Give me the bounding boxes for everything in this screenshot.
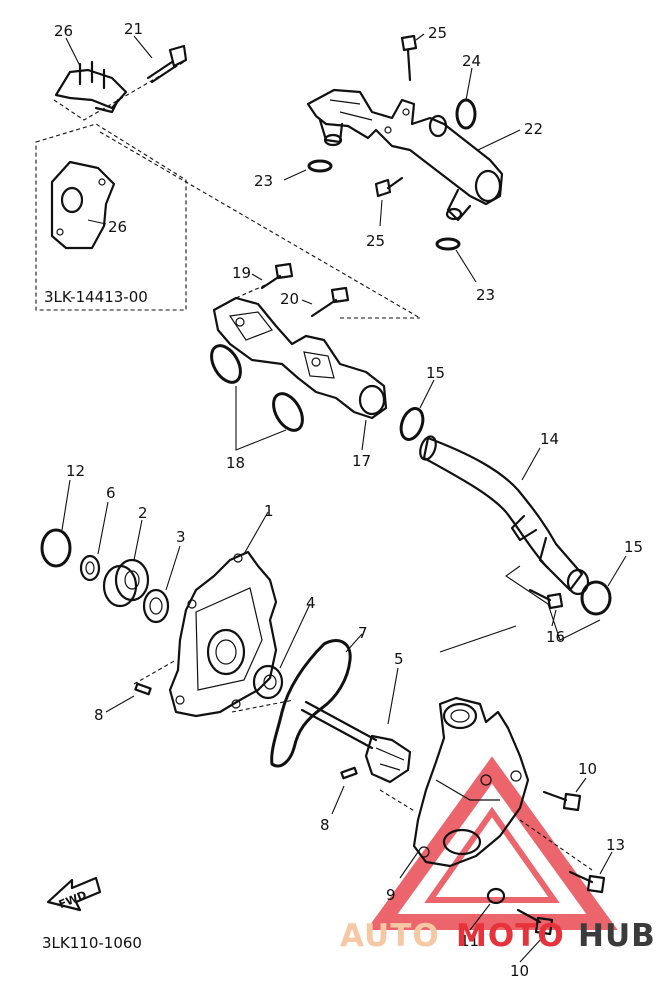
bolt-25b xyxy=(374,176,404,198)
label-10a: 10 xyxy=(578,760,597,778)
bolt-16 xyxy=(528,588,564,610)
pump-cover-1 xyxy=(168,550,278,718)
seal-12 xyxy=(40,528,72,568)
label-25a: 25 xyxy=(428,24,447,42)
bolt-13 xyxy=(568,870,606,894)
label-4: 4 xyxy=(306,594,316,612)
label-17: 17 xyxy=(352,452,371,470)
label-15a: 15 xyxy=(426,364,445,382)
label-18: 18 xyxy=(226,454,245,472)
pin-8b xyxy=(340,766,358,780)
label-16: 16 xyxy=(546,628,565,646)
bracket-26-alt xyxy=(50,160,116,250)
watermark-auto: AUTO xyxy=(340,918,440,954)
label-8b: 8 xyxy=(320,816,330,834)
label-22: 22 xyxy=(524,120,543,138)
pipe-22 xyxy=(306,88,504,222)
bearing-2 xyxy=(102,558,150,608)
label-26a: 26 xyxy=(54,22,73,40)
o-ring-23b xyxy=(435,237,461,251)
manifold-17 xyxy=(212,296,388,420)
watermark-triangle xyxy=(366,756,618,930)
label-26b: 26 xyxy=(108,218,127,236)
label-3: 3 xyxy=(176,528,186,546)
watermark-hub: HUB xyxy=(578,918,656,954)
label-9: 9 xyxy=(386,886,396,904)
pin-8a xyxy=(134,682,152,696)
o-ring-15b xyxy=(580,580,612,616)
label-14: 14 xyxy=(540,430,559,448)
label-8a: 8 xyxy=(94,706,104,724)
sub-assembly-code: 3LK-14413-00 xyxy=(44,288,148,306)
label-5: 5 xyxy=(394,650,404,668)
fwd-arrow-icon xyxy=(46,876,102,912)
seal-3 xyxy=(142,588,170,624)
label-25b: 25 xyxy=(366,232,385,250)
diagram-code: 3LK110-1060 xyxy=(42,934,142,952)
label-12: 12 xyxy=(66,462,85,480)
seal-4 xyxy=(252,664,284,700)
label-21: 21 xyxy=(124,20,143,38)
bracket-26 xyxy=(54,60,128,114)
gasket-18b xyxy=(272,392,304,432)
o-ring-24 xyxy=(455,98,477,130)
bolt-20 xyxy=(310,286,350,318)
label-24: 24 xyxy=(462,52,481,70)
label-19: 19 xyxy=(232,264,251,282)
gasket-18a xyxy=(210,344,242,384)
label-13: 13 xyxy=(606,836,625,854)
label-10b: 10 xyxy=(510,962,529,980)
impeller-shaft-5 xyxy=(300,700,412,784)
label-20: 20 xyxy=(280,290,299,308)
hose-14 xyxy=(419,435,590,596)
label-7: 7 xyxy=(358,624,368,642)
bolt-19 xyxy=(260,262,294,290)
label-11: 11 xyxy=(460,932,479,950)
circlip-6 xyxy=(79,554,101,582)
bolt-25a xyxy=(400,34,418,82)
bolt-10a xyxy=(542,790,582,812)
label-1: 1 xyxy=(264,502,274,520)
o-ring-23a xyxy=(307,159,333,173)
bolt-10b xyxy=(516,908,554,936)
label-6: 6 xyxy=(106,484,116,502)
washer-11 xyxy=(486,887,506,905)
watermark-moto: MOTO xyxy=(456,918,565,954)
o-ring-15a xyxy=(399,407,425,441)
pump-housing-9 xyxy=(412,696,530,868)
label-2: 2 xyxy=(138,504,148,522)
label-23b: 23 xyxy=(476,286,495,304)
label-15b: 15 xyxy=(624,538,643,556)
label-23a: 23 xyxy=(254,172,273,190)
gasket-7 xyxy=(270,639,352,768)
